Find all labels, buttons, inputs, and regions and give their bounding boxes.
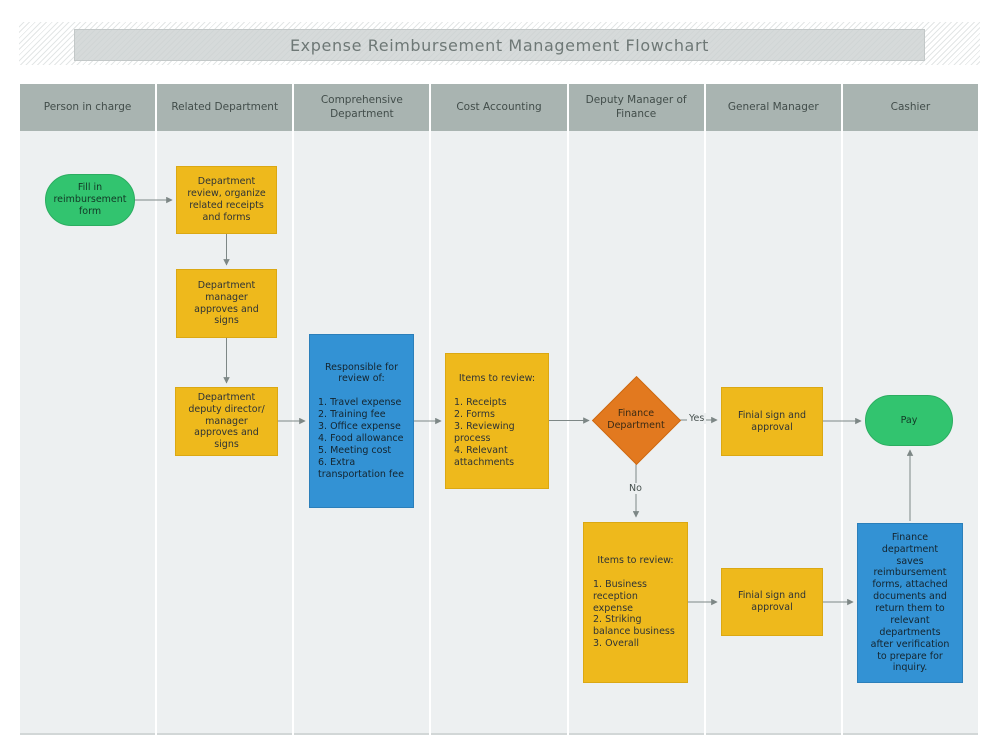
node-fill-in-reimbursement-form[interactable]: Fill in reimbursement form bbox=[45, 174, 135, 226]
node-final-sign-approval-top[interactable]: Finial sign and approval bbox=[721, 387, 823, 456]
node-label: Department review, organize related rece… bbox=[187, 176, 266, 223]
node-items-to-review-business[interactable]: Items to review: 1. Business reception e… bbox=[583, 522, 688, 683]
lane-header-label: Deputy Manager of Finance bbox=[585, 93, 687, 120]
lane-header-related-department: Related Department bbox=[157, 84, 293, 131]
node-department-manager-approves[interactable]: Department manager approves and signs bbox=[176, 269, 277, 338]
lane-header-cost-accounting: Cost Accounting bbox=[431, 84, 567, 131]
lane-header-person-in-charge: Person in charge bbox=[20, 84, 156, 131]
lane-header-label: General Manager bbox=[727, 100, 819, 113]
node-final-sign-approval-bottom[interactable]: Finial sign and approval bbox=[721, 568, 823, 636]
node-list-title: Responsible for review of: bbox=[324, 361, 399, 385]
title-box: Expense Reimbursement Management Flowcha… bbox=[74, 29, 925, 61]
lane-header-label: Cashier bbox=[890, 100, 931, 113]
lane-header-label: Cost Accounting bbox=[456, 100, 542, 113]
lane-header-label: Person in charge bbox=[43, 100, 132, 113]
lane-header-comprehensive-department: Comprehensive Department bbox=[294, 84, 430, 131]
lane-body-person-in-charge bbox=[20, 131, 156, 735]
page-title: Expense Reimbursement Management Flowcha… bbox=[289, 35, 710, 55]
node-label: Finance Department bbox=[607, 408, 665, 431]
edge-label-no: No bbox=[627, 483, 644, 494]
node-finance-department-decision[interactable]: Finance Department bbox=[591, 375, 682, 466]
node-list-title: Items to review: bbox=[597, 554, 674, 566]
lane-header-label: Related Department bbox=[171, 100, 279, 113]
node-department-deputy-approves[interactable]: Department deputy director/ manager appr… bbox=[175, 387, 278, 456]
node-label: Finial sign and approval bbox=[737, 590, 807, 613]
node-pay[interactable]: Pay bbox=[865, 395, 953, 446]
title-banner: Expense Reimbursement Management Flowcha… bbox=[19, 22, 980, 65]
node-label: Department manager approves and signs bbox=[194, 279, 259, 327]
node-department-review[interactable]: Department review, organize related rece… bbox=[176, 166, 277, 234]
edge-label-yes: Yes bbox=[687, 413, 707, 424]
lane-header-deputy-manager-finance: Deputy Manager of Finance bbox=[568, 84, 704, 131]
node-label: Finance department saves reimbursement f… bbox=[870, 531, 950, 674]
node-responsible-for-review[interactable]: Responsible for review of: 1. Travel exp… bbox=[309, 334, 414, 508]
lane-header-general-manager: General Manager bbox=[705, 84, 841, 131]
node-label: Pay bbox=[900, 414, 918, 426]
node-label: Department deputy director/ manager appr… bbox=[188, 391, 265, 451]
node-list-title: Items to review: bbox=[458, 373, 536, 385]
lane-header-cashier: Cashier bbox=[842, 84, 978, 131]
node-label: Finial sign and approval bbox=[737, 409, 807, 433]
node-finance-saves-forms[interactable]: Finance department saves reimbursement f… bbox=[857, 523, 963, 683]
node-label: Fill in reimbursement form bbox=[53, 182, 127, 217]
lane-header-label: Comprehensive Department bbox=[320, 93, 403, 120]
lane-person-in-charge: Person in charge bbox=[20, 84, 156, 735]
